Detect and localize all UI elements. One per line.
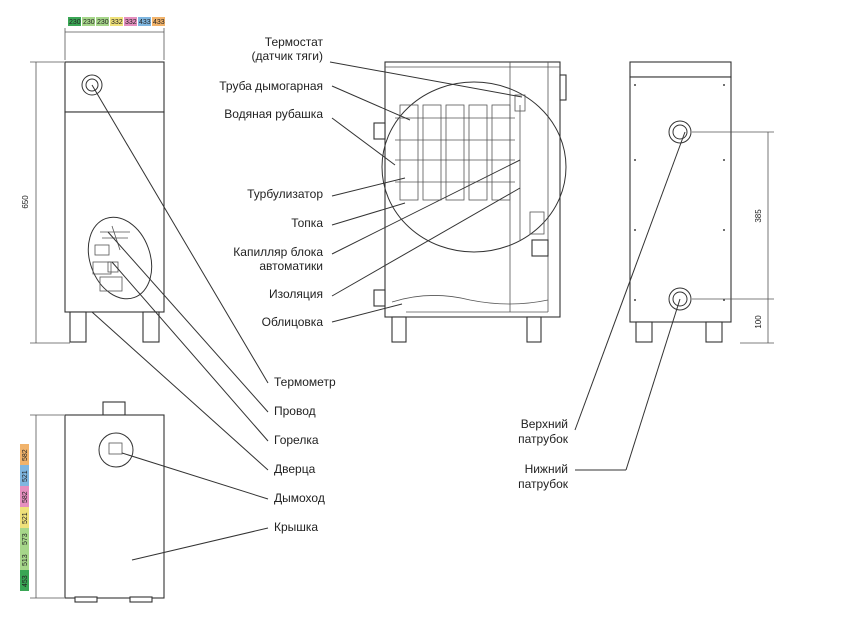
depth-code: 453 <box>22 575 29 587</box>
height-value: 650 <box>21 195 30 209</box>
section-body <box>384 61 561 318</box>
width-code: 332 <box>125 19 137 26</box>
depth-chip <box>20 528 29 549</box>
depth-code: 573 <box>22 533 29 545</box>
burner-icon <box>92 225 130 292</box>
upper-pipe-icon <box>668 120 692 144</box>
label-cladding: Облицовка <box>262 315 324 329</box>
depth-chip <box>20 486 29 507</box>
width-code: 230 <box>83 19 95 26</box>
width-code-chips: 230 230 230 332 332 433 433 <box>68 17 165 26</box>
label-capillary: Капилляр блока <box>233 245 323 259</box>
label-upper-pipe: Верхний <box>521 417 568 431</box>
label-flue-pipe: Труба дымогарная <box>219 79 323 93</box>
thermometer-icon <box>81 74 103 96</box>
label-upper-pipe-sub: патрубок <box>518 432 569 446</box>
depth-code: 513 <box>22 554 29 566</box>
label-insulation: Изоляция <box>269 287 323 301</box>
depth-chip <box>20 507 29 528</box>
front-foot-right <box>142 311 160 343</box>
depth-code: 521 <box>22 470 29 482</box>
depth-code: 582 <box>22 491 29 503</box>
label-turbulizer: Турбулизатор <box>247 187 323 201</box>
side-dimensions: 385 100 <box>692 131 774 344</box>
upper-lower-value: 385 <box>754 209 763 223</box>
label-cover: Крышка <box>274 520 318 534</box>
section-cutaway <box>381 81 567 253</box>
label-wire: Провод <box>274 404 316 418</box>
label-door: Дверца <box>274 462 316 476</box>
depth-chip <box>20 444 29 465</box>
lower-pipe-icon <box>668 287 692 311</box>
label-thermostat: Термостат <box>265 35 324 49</box>
width-chip <box>68 17 81 26</box>
depth-code-chips: 453 513 573 521 582 521 582 <box>20 414 64 599</box>
label-thermometer: Термометр <box>274 375 336 389</box>
label-burner: Горелка <box>274 433 319 447</box>
width-chip <box>110 17 123 26</box>
width-code: 433 <box>139 19 151 26</box>
depth-chip <box>20 549 29 570</box>
width-chip <box>152 17 165 26</box>
section-view <box>373 61 567 343</box>
height-dimension: 650 <box>21 61 70 344</box>
water-jacket-tubes <box>395 94 545 240</box>
depth-chip <box>20 465 29 486</box>
side-body <box>629 76 732 323</box>
door-cutaway <box>87 216 153 300</box>
width-dimension <box>64 28 165 60</box>
label-firebox: Топка <box>291 216 323 230</box>
chimney-icon <box>98 432 134 468</box>
width-chip <box>138 17 151 26</box>
width-code: 433 <box>153 19 165 26</box>
depth-code: 582 <box>22 449 29 461</box>
top-view-body <box>64 414 165 599</box>
width-code: 332 <box>111 19 123 26</box>
leader-lines <box>91 61 686 561</box>
chimney-stub <box>102 401 126 416</box>
width-chip <box>124 17 137 26</box>
label-capillary-sub: автоматики <box>259 259 323 273</box>
width-chip <box>82 17 95 26</box>
top-view <box>64 401 165 603</box>
labels: Термостат (датчик тяги) Труба дымогарная… <box>219 35 569 534</box>
side-view <box>629 61 732 343</box>
front-body <box>64 111 165 313</box>
front-top-panel <box>64 61 165 113</box>
lower-base-value: 100 <box>754 315 763 329</box>
label-lower-pipe-sub: патрубок <box>518 477 569 491</box>
depth-chip <box>20 570 29 591</box>
label-lower-pipe: Нижний <box>525 462 568 476</box>
label-thermostat-sub: (датчик тяги) <box>251 49 323 63</box>
width-code: 230 <box>69 19 81 26</box>
width-code: 230 <box>97 19 109 26</box>
front-view <box>64 61 165 343</box>
label-water-jacket: Водяная рубашка <box>224 107 323 121</box>
width-chip <box>96 17 109 26</box>
label-chimney: Дымоход <box>274 491 325 505</box>
front-foot-left <box>69 311 87 343</box>
depth-code: 521 <box>22 512 29 524</box>
